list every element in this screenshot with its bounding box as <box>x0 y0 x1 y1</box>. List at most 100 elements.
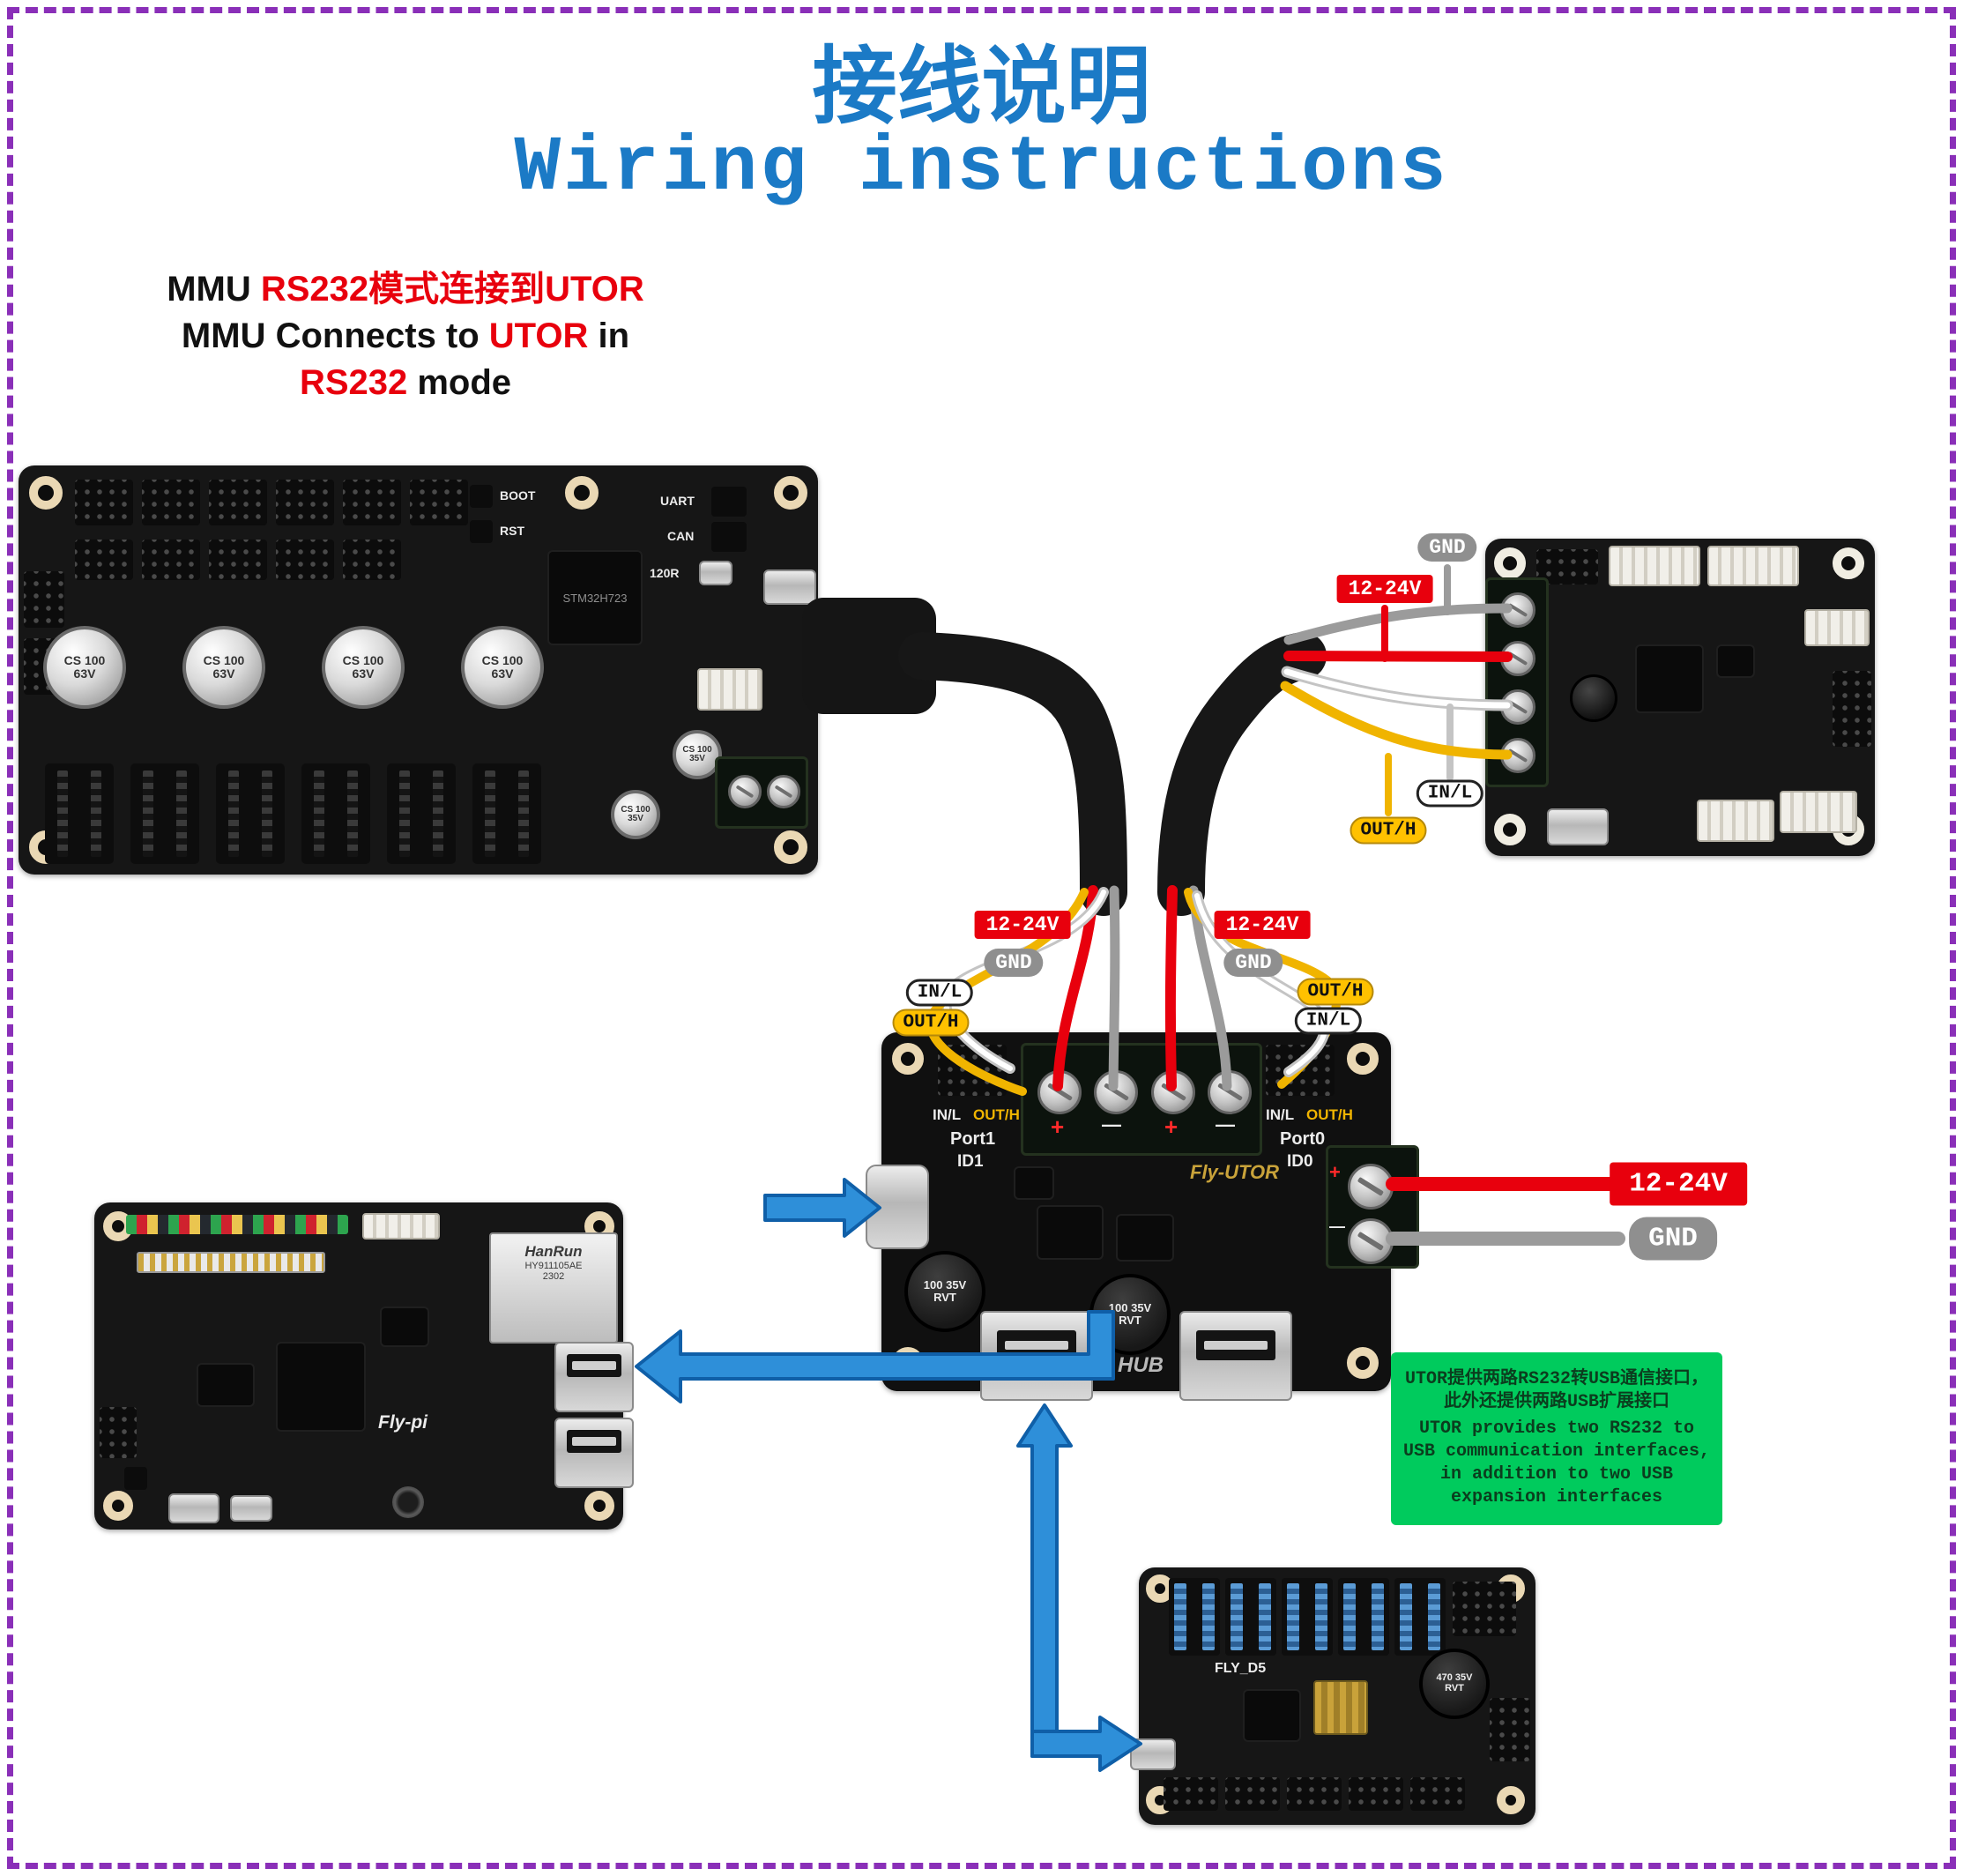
audio-jack <box>392 1486 424 1518</box>
gnd-label: GND <box>1417 533 1477 562</box>
inl-label: IN/L <box>1416 779 1484 808</box>
ethernet-year: 2302 <box>542 1271 565 1282</box>
stepper-driver-slot <box>1394 1578 1446 1656</box>
usb-a-port <box>1179 1311 1292 1401</box>
pin-header <box>276 540 334 580</box>
heatsink <box>1313 1680 1368 1735</box>
minus-mark: — <box>1216 1113 1235 1135</box>
intro-l2-red: UTOR <box>488 316 589 355</box>
capacitor-small: CS 100 35V <box>673 730 722 779</box>
jst-connector <box>1609 546 1700 586</box>
mcu-chip <box>1243 1689 1301 1742</box>
buzzer <box>1570 674 1617 722</box>
arrows <box>635 1178 1142 1772</box>
pin-header <box>1490 1698 1530 1761</box>
gpio-header <box>126 1215 348 1234</box>
mounting-hole <box>774 476 807 510</box>
termination-switch <box>699 561 732 585</box>
pin-header <box>142 480 200 525</box>
plus-mark: + <box>1329 1161 1341 1183</box>
stepper-driver-slot <box>1282 1578 1333 1656</box>
intro-l3-black: mode <box>407 362 512 402</box>
pin-header <box>276 480 334 525</box>
ic-chip <box>1037 1205 1104 1260</box>
port0-outh-silk: OUT/H <box>1306 1106 1353 1123</box>
ethernet-brand: HanRun <box>524 1243 583 1260</box>
usb-tongue <box>1005 1341 1068 1350</box>
intro-line-1: MMU RS232模式连接到UTOR <box>106 266 705 313</box>
soc-chip <box>276 1342 366 1432</box>
driver-socket <box>45 763 114 864</box>
chip-marking: STM32H723 <box>562 591 628 605</box>
port0-inl-silk: IN/L <box>1266 1106 1295 1123</box>
port1-label: Port1 <box>950 1129 996 1149</box>
mounting-hole <box>103 1491 133 1521</box>
usb-slot <box>567 1354 621 1377</box>
capacitor-label: CS 100 35V <box>621 804 651 823</box>
terminal-screw <box>1151 1070 1195 1114</box>
cable-mmu-to-port1 <box>802 598 1127 916</box>
pin-header <box>209 480 267 525</box>
intro-line-2: MMU Connects to UTOR in <box>106 313 705 360</box>
driver-socket <box>301 763 370 864</box>
capacitor: 100 35V RVT <box>904 1251 985 1332</box>
driver-socket <box>472 763 541 864</box>
minus-mark: — <box>1102 1113 1121 1135</box>
intro-l2-black2: in <box>588 316 630 355</box>
port1-inl-silk: IN/L <box>933 1106 962 1123</box>
pin-header <box>1287 1777 1342 1811</box>
arrow-flypi-to-utor-usbc <box>763 1178 881 1238</box>
capacitor-label: CS 100 63V <box>342 653 384 681</box>
120r-label: 120R <box>650 566 680 580</box>
utor-board: + — + — IN/L OUT/H Port1 ID1 IN/L OUT/H … <box>866 1032 1419 1401</box>
arrow-d5-to-utor-hub <box>1016 1403 1073 1758</box>
mounting-hole <box>1494 547 1526 579</box>
page-title-chinese: 接线说明 <box>812 36 1151 136</box>
pin-header <box>1453 1582 1516 1636</box>
m2-slot <box>137 1252 325 1273</box>
mounting-hole <box>774 830 807 864</box>
arrow-utor-to-flypi-usb <box>635 1310 1115 1403</box>
board-name: FLY_D5 <box>1215 1661 1267 1676</box>
usb-a-port <box>554 1418 634 1488</box>
power-label: 12-24V <box>1336 575 1433 603</box>
power-output-terminal <box>1326 1145 1419 1269</box>
pin-header <box>343 540 401 580</box>
mmu-board: BOOT RST STM32H723 UART CAN 120R CS 100 … <box>19 465 818 875</box>
ic-chip <box>1014 1166 1054 1200</box>
usb-tongue <box>572 1437 616 1446</box>
mmu-rs232-note: MMU RS232模式连接到UTOR MMU Connects to UTOR … <box>106 266 705 406</box>
usb-c-port <box>866 1165 929 1249</box>
driver-socket <box>130 763 199 864</box>
pin-header <box>343 480 401 525</box>
ic-chip <box>1716 644 1755 678</box>
capacitor-label: 100 35V RVT <box>1108 1301 1152 1327</box>
flypi-board: HanRun HY911105AE 2302 Fly-pi <box>94 1202 634 1530</box>
pin-header <box>24 571 64 628</box>
outh-label: OUT/H <box>1297 978 1374 1006</box>
usb-c-port <box>763 570 816 605</box>
boot-button <box>470 485 493 508</box>
pin-header <box>1410 1777 1465 1811</box>
power-connector <box>697 668 762 711</box>
capacitor-label: 470 35V RVT <box>1436 1672 1473 1694</box>
power-label: 12-24V <box>1214 911 1311 939</box>
capacitor: 470 35V RVT <box>1419 1649 1490 1719</box>
ic-chip <box>380 1306 429 1347</box>
capacitor-label: CS 100 63V <box>203 653 245 681</box>
pin-header <box>75 540 133 580</box>
mounting-hole <box>892 1043 924 1075</box>
board-name: Fly-pi <box>378 1412 428 1433</box>
pin-header <box>209 540 267 580</box>
capacitor-label: CS 100 35V <box>682 744 712 763</box>
jst-connector <box>1697 800 1774 842</box>
usb-c-port <box>1547 808 1609 845</box>
capacitor: CS 100 63V <box>43 626 126 709</box>
outh-wire <box>1280 681 1513 760</box>
capacitor: CS 100 63V <box>461 626 544 709</box>
ram-chip <box>197 1363 255 1407</box>
driver-socket <box>216 763 285 864</box>
inl-label: IN/L <box>905 979 974 1007</box>
mounting-hole <box>1347 1347 1379 1379</box>
note-chinese: UTOR提供两路RS232转USB通信接口，此外还提供两路USB扩展接口 <box>1404 1369 1709 1412</box>
